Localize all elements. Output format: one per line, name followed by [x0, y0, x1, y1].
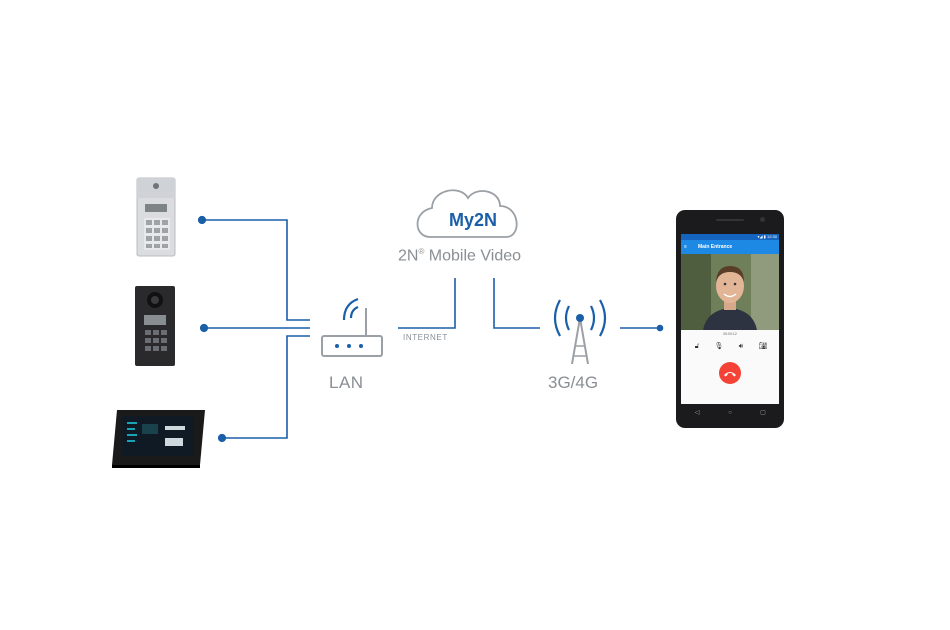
back-icon[interactable]: ◁	[694, 410, 700, 416]
phone-hangup-icon	[724, 372, 736, 377]
app-title: Main Entrance	[698, 244, 733, 250]
internet-link	[398, 278, 456, 329]
status-bar: ▾◢ ▮ 12:30	[681, 234, 779, 240]
mute-mic-icon[interactable]: 🎙︎	[714, 343, 724, 350]
call-controls: 🔓︎ 🎙︎ 🔊︎ 📷︎	[681, 342, 779, 352]
home-icon[interactable]: ○	[728, 410, 732, 416]
unlock-door-icon[interactable]: 🔓︎	[694, 343, 700, 350]
cloud-label: My2N	[448, 210, 497, 230]
speaker-grille	[716, 219, 744, 221]
lan-connections	[197, 215, 310, 443]
cloud-tower-link	[493, 278, 540, 329]
snapshot-camera-icon[interactable]: 📷︎	[758, 343, 768, 350]
registered-mark: ®	[418, 247, 425, 256]
intercom-keypad-icon	[136, 177, 176, 257]
smartphone-icon: ▾◢ ▮ 12:30 ≡ Main Entrance 00:00:12 🔓︎ 🎙…	[676, 210, 784, 428]
cloud-icon	[416, 189, 518, 238]
service-name: 2N	[398, 247, 419, 265]
indoor-display-icon	[112, 410, 205, 468]
app-bar: ≡ Main Entrance	[681, 240, 779, 254]
android-nav-bar: ◁ ○ ▢	[676, 406, 784, 422]
service-label: 2N® Mobile Video	[398, 247, 521, 265]
front-camera	[760, 217, 765, 222]
lan-label: LAN	[329, 373, 364, 392]
hang-up-button[interactable]	[719, 362, 741, 384]
link-indoor-display	[222, 335, 310, 439]
call-timer: 00:00:12	[723, 332, 737, 336]
video-feed	[681, 254, 779, 330]
speaker-icon[interactable]: 🔊︎	[738, 343, 744, 350]
cellular-label: 3G/4G	[548, 373, 599, 392]
menu-icon[interactable]: ≡	[684, 244, 687, 250]
intercom-camera-icon	[135, 286, 175, 366]
caller-video-image	[681, 254, 779, 330]
connector-dot-4	[656, 324, 664, 332]
phone-screen: ▾◢ ▮ 12:30 ≡ Main Entrance 00:00:12 🔓︎ 🎙…	[681, 234, 779, 404]
service-name-rest: Mobile Video	[424, 247, 522, 265]
cell-tower-icon	[553, 299, 607, 365]
internet-label: INTERNET	[403, 333, 448, 342]
link-keypad-intercom	[202, 219, 310, 321]
router-icon	[321, 297, 383, 357]
recents-icon[interactable]: ▢	[760, 410, 766, 416]
